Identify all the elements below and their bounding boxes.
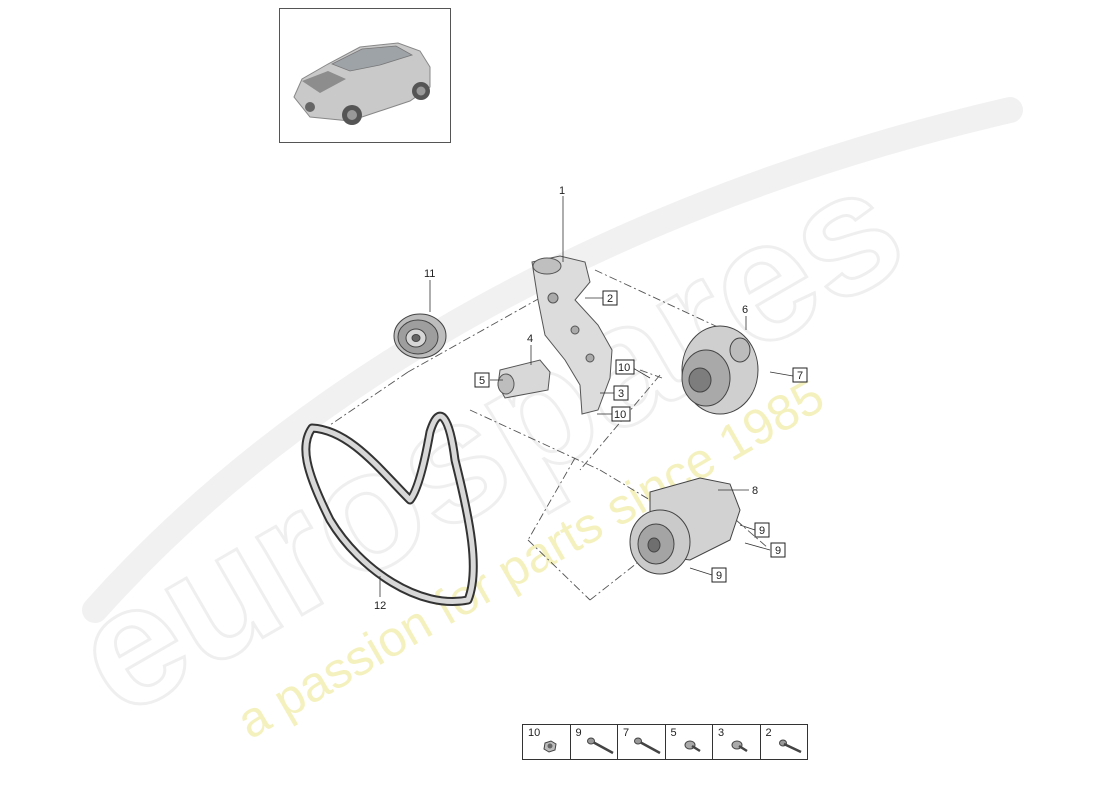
callout-10a: 10 [615,359,635,375]
bolt-icon [778,739,802,754]
legend-number: 3 [718,727,725,739]
watermark-swoosh [82,97,1023,623]
pulley-part [393,313,447,359]
legend-number: 2 [765,727,772,739]
legend-number: 9 [575,727,582,739]
long-bolt-icon [586,737,614,755]
compressor-part [629,477,741,575]
legend-cell-7: 7 [618,725,666,759]
callout-4: 4 [527,333,533,345]
vehicle-thumbnail [279,8,451,143]
legend-number: 7 [623,727,630,739]
legend-number: 10 [528,727,541,739]
fastener-legend: 10 9 7 5 3 2 [522,724,808,760]
nut-icon [543,740,557,753]
callout-9c: 9 [711,567,727,583]
long-bolt-icon [634,737,661,755]
svg-text:7: 7 [797,370,803,382]
svg-text:5: 5 [479,375,485,387]
legend-cell-2: 2 [761,725,808,759]
watermark: eurospares a passion for parts since 198… [42,97,1023,754]
svg-text:9: 9 [775,545,781,557]
callout-5: 5 [474,372,490,388]
callout-12: 12 [374,600,386,612]
callout-8: 8 [752,485,758,497]
svg-text:10: 10 [614,409,626,421]
watermark-brand: eurospares [44,129,933,752]
flange-bolt-icon [731,740,748,753]
svg-text:2: 2 [607,293,613,305]
legend-cell-3: 3 [713,725,761,759]
flange-bolt-icon [684,740,701,753]
vehicle-suv-icon [293,42,431,125]
callout-9a: 9 [754,522,770,538]
legend-cell-10: 10 [523,725,571,759]
alternator-part [681,325,759,415]
bracket-part [531,255,613,415]
callout-10b: 10 [611,406,631,422]
svg-text:9: 9 [716,570,722,582]
callout-9b: 9 [770,542,786,558]
callout-7: 7 [792,367,808,383]
callouts: 1 2 3 4 5 6 7 8 9 9 9 10 10 11 12 [374,185,808,612]
callout-1: 1 [559,185,565,197]
legend-cell-5: 5 [666,725,713,759]
callout-6: 6 [742,304,748,316]
svg-text:10: 10 [618,362,630,374]
callout-3: 3 [613,385,629,401]
callout-2: 2 [602,290,618,306]
assembly-lines [329,269,769,601]
svg-text:9: 9 [759,525,765,537]
belt-part [301,411,478,606]
legend-cell-9: 9 [571,725,618,759]
callout-11: 11 [424,268,435,280]
svg-text:3: 3 [618,388,624,400]
legend-number: 5 [670,727,677,739]
tensioner-part [497,359,551,399]
leader-lines [379,196,794,597]
